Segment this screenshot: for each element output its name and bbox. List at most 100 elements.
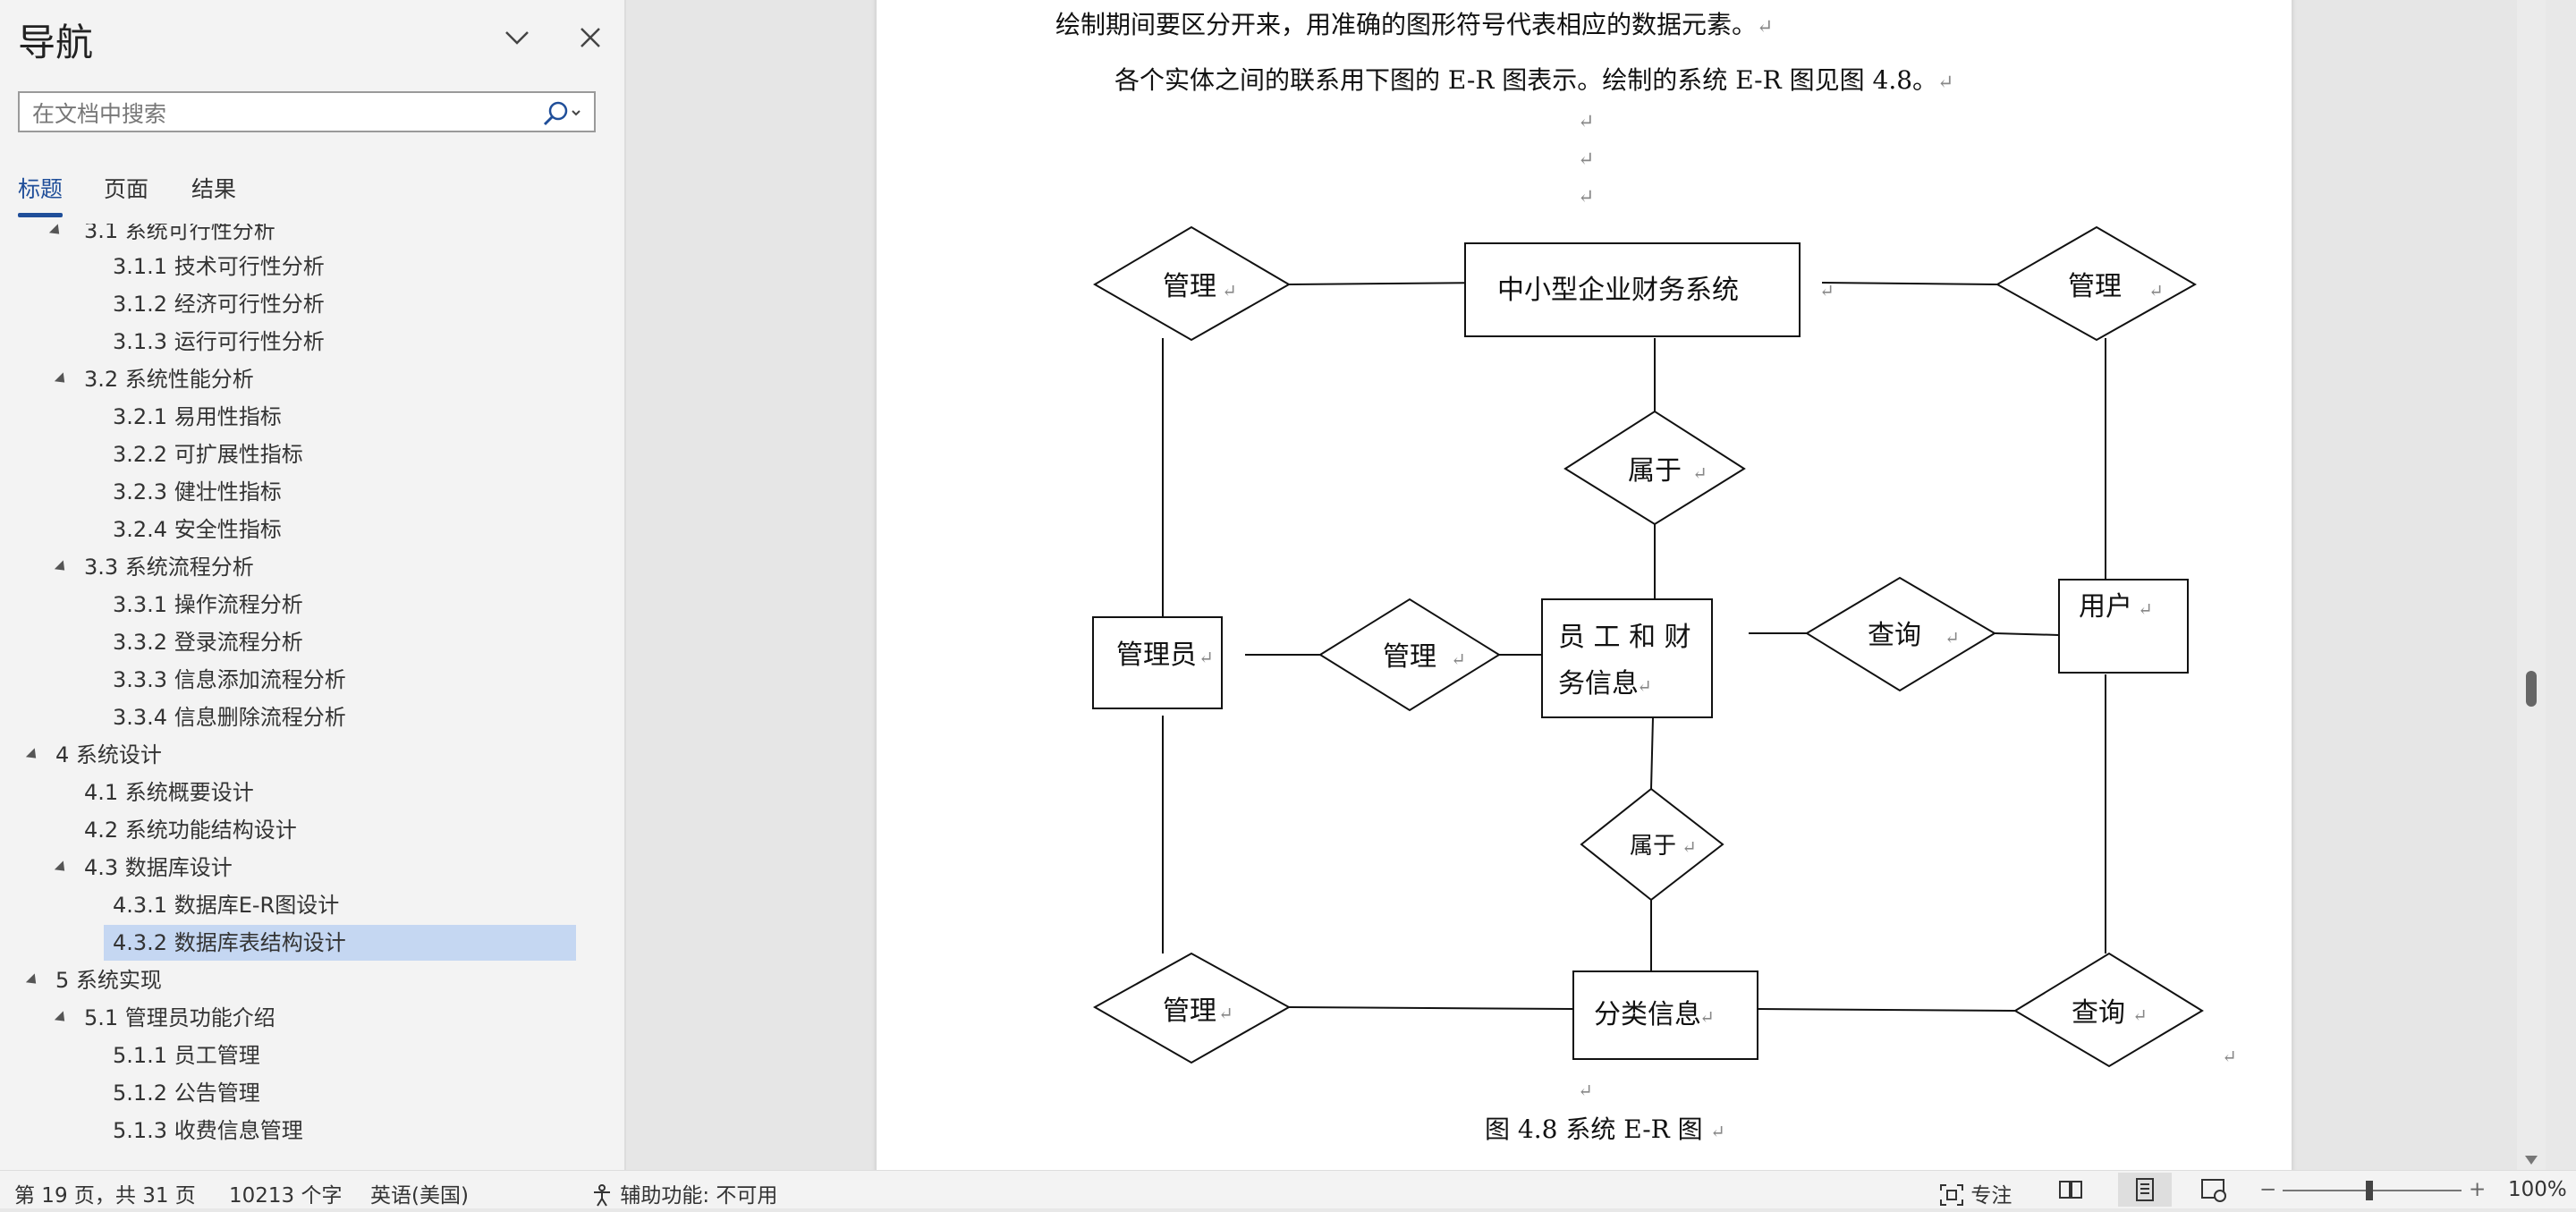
relation-label: 属于 [1630, 833, 1676, 860]
paragraph-mark: ↵ [1578, 148, 1595, 171]
entity-category [1572, 970, 1758, 1060]
tab-headings[interactable]: 标题 [18, 176, 64, 202]
heading-item[interactable]: 3.2.2 可扩展性指标 [113, 442, 303, 467]
collapse-triangle-icon[interactable] [54, 1011, 70, 1026]
nav-options-chevron-icon[interactable] [497, 18, 537, 57]
heading-item[interactable]: 3.1 系统可行性分析 [48, 224, 275, 249]
navigation-pane: 导航 标题 页面 结果 3.1 系统可行性分析 3.1.1 技术可行性分析 3.… [0, 0, 626, 1170]
relation-query-middle [1805, 576, 1996, 692]
relation-label: 管理 [1383, 641, 1436, 673]
entity-system-label: 中小型企业财务系统 [1497, 275, 1739, 306]
heading-item[interactable]: 3.3.4 信息删除流程分析 [113, 705, 346, 730]
zoom-in-button[interactable]: + [2469, 1178, 2487, 1201]
web-layout-icon[interactable] [2195, 1173, 2233, 1207]
document-page[interactable]: 绘制期间要区分开来，用准确的图形符号代表相应的数据元素。↵ 各个实体之间的联系用… [877, 0, 2292, 1170]
collapse-triangle-icon[interactable] [25, 748, 41, 763]
body-text-line[interactable]: 绘制期间要区分开来，用准确的图形符号代表相应的数据元素。↵ [1055, 10, 1774, 39]
zoom-slider-thumb[interactable] [2366, 1181, 2373, 1200]
entity-system [1464, 242, 1801, 337]
er-edge [1994, 632, 2060, 636]
search-icon[interactable] [535, 98, 585, 129]
language-indicator[interactable]: 英语(美国) [370, 1184, 469, 1208]
paragraph-mark: ↵ [2222, 1046, 2237, 1067]
nav-title: 导航 [18, 21, 94, 64]
vertical-scrollbar[interactable] [2517, 0, 2546, 1170]
collapse-triangle-icon[interactable] [48, 224, 64, 239]
relation-belong-top [1563, 410, 1746, 526]
collapse-triangle-icon[interactable] [25, 973, 41, 988]
page-count[interactable]: 第 19 页，共 31 页 [14, 1184, 196, 1208]
paragraph-mark: ↵ [2132, 1004, 2148, 1026]
relation-manage-top-left [1093, 225, 1291, 342]
er-diagram[interactable]: 中小型企业财务系统 管理员 员 工 和 财 务信息 用户 分类信息 管理 管理 … [877, 0, 2292, 1170]
paragraph-mark: ↵ [1199, 647, 1214, 668]
heading-item[interactable]: 3.1.1 技术可行性分析 [113, 254, 325, 279]
word-count[interactable]: 10213 个字 [229, 1184, 343, 1208]
accessibility-status[interactable]: 辅助功能: 不可用 [590, 1178, 777, 1208]
paragraph-mark: ↵ [1578, 111, 1595, 133]
heading-item[interactable]: 3.3.3 信息添加流程分析 [113, 667, 346, 692]
heading-item[interactable]: 3.1.2 经济可行性分析 [113, 292, 325, 317]
entity-user [2058, 579, 2189, 674]
relation-label: 管理 [2068, 271, 2122, 302]
collapse-triangle-icon[interactable] [54, 372, 70, 387]
relation-query-bottom-right [2013, 952, 2204, 1068]
accessibility-icon [594, 1184, 610, 1207]
relation-manage-middle [1318, 598, 1501, 712]
tab-results[interactable]: 结果 [191, 176, 237, 202]
paragraph-mark: ↵ [1945, 627, 1960, 648]
paragraph-mark: ↵ [1222, 280, 1237, 301]
relation-belong-bottom [1580, 787, 1724, 902]
paragraph-mark: ↵ [1578, 1080, 1593, 1101]
document-area[interactable]: 绘制期间要区分开来，用准确的图形符号代表相应的数据元素。↵ 各个实体之间的联系用… [626, 0, 2546, 1170]
relation-label: 查询 [1868, 620, 1921, 651]
heading-item[interactable]: 4.2 系统功能结构设计 [84, 818, 297, 843]
heading-item[interactable]: 4 系统设计 [25, 737, 162, 773]
entity-staff-label-line2: 务信息 [1558, 668, 1639, 699]
heading-item[interactable]: 5.1.2 公告管理 [113, 1081, 260, 1106]
collapse-triangle-icon[interactable] [54, 560, 70, 575]
heading-item[interactable]: 3.2.3 健壮性指标 [113, 479, 282, 504]
figure-caption: 图 4.8 系统 E-R 图 [1485, 1115, 1703, 1144]
focus-icon [1940, 1184, 1963, 1206]
heading-item[interactable]: 3.2.4 安全性指标 [113, 517, 282, 542]
status-bar: 第 19 页，共 31 页 10213 个字 英语(美国) 辅助功能: 不可用 … [0, 1170, 2576, 1208]
heading-item[interactable]: 3.2 系统性能分析 [54, 361, 254, 397]
er-edge [1821, 282, 1998, 285]
heading-item-selected[interactable]: 4.3.2 数据库表结构设计 [104, 925, 576, 961]
search-input[interactable] [30, 98, 535, 129]
tab-pages[interactable]: 页面 [104, 176, 149, 202]
paragraph-mark: ↵ [1692, 462, 1707, 484]
body-text-line[interactable]: 各个实体之间的联系用下图的 E-R 图表示。绘制的系统 E-R 图见图 4.8。… [1114, 65, 1954, 95]
print-layout-icon[interactable] [2118, 1173, 2172, 1207]
paragraph-mark: ↵ [1682, 836, 1697, 858]
heading-item[interactable]: 4.1 系统概要设计 [84, 780, 254, 805]
zoom-out-button[interactable]: − [2259, 1178, 2277, 1201]
paragraph-mark: ↵ [1637, 675, 1652, 697]
active-tab-indicator [18, 213, 63, 217]
heading-item[interactable]: 4.3 数据库设计 [54, 850, 233, 886]
heading-item[interactable]: 3.3 系统流程分析 [54, 549, 254, 585]
paragraph-mark: ↵ [2148, 280, 2164, 301]
heading-item[interactable]: 3.3.2 登录流程分析 [113, 630, 303, 655]
heading-item[interactable]: 5.1 管理员功能介绍 [54, 1000, 275, 1036]
relation-manage-top-right [1995, 225, 2198, 342]
search-box [18, 91, 596, 132]
heading-item[interactable]: 5 系统实现 [25, 962, 162, 998]
heading-item[interactable]: 3.1.3 运行可行性分析 [113, 329, 325, 354]
heading-item[interactable]: 5.1.3 收费信息管理 [113, 1118, 303, 1143]
zoom-level[interactable]: 100% [2508, 1178, 2567, 1201]
heading-item[interactable]: 5.1.1 员工管理 [113, 1043, 260, 1068]
heading-item[interactable]: 3.3.1 操作流程分析 [113, 592, 303, 617]
read-mode-icon[interactable] [2052, 1173, 2089, 1207]
er-edge [1650, 716, 1654, 790]
relation-label: 管理 [1163, 271, 1216, 302]
heading-item[interactable]: 4.3.1 数据库E-R图设计 [113, 893, 340, 918]
scrollbar-thumb[interactable] [2526, 671, 2537, 707]
collapse-triangle-icon[interactable] [54, 860, 70, 876]
focus-mode-button[interactable]: 专注 [1939, 1178, 2012, 1208]
close-icon[interactable] [571, 18, 610, 57]
scroll-down-arrow-icon[interactable] [2525, 1156, 2538, 1165]
paragraph-mark: ↵ [1710, 1121, 1725, 1142]
heading-item[interactable]: 3.2.1 易用性指标 [113, 404, 282, 429]
